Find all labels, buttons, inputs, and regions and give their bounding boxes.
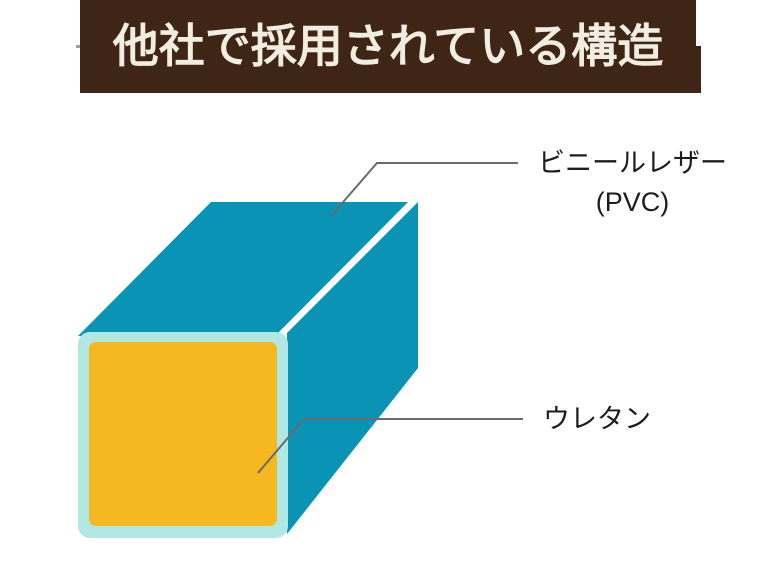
header-banner: 他社で採用されている構造	[80, 0, 696, 93]
banner-left-tick	[76, 45, 80, 48]
banner-right-step	[696, 46, 701, 93]
pvc-shell-top-face	[78, 202, 408, 336]
pvc-shell-right-face	[287, 202, 418, 534]
urethane-core	[89, 342, 277, 526]
page-title: 他社で採用されている構造	[112, 21, 664, 72]
label-pvc-line2: (PVC)	[595, 187, 670, 217]
leader-line-urethane	[257, 418, 523, 474]
label-pvc: ビニールレザー (PVC)	[525, 144, 740, 222]
label-urethane: ウレタン	[543, 404, 651, 434]
label-pvc-line1: ビニールレザー	[538, 148, 727, 178]
leader-line-pvc	[330, 162, 518, 217]
